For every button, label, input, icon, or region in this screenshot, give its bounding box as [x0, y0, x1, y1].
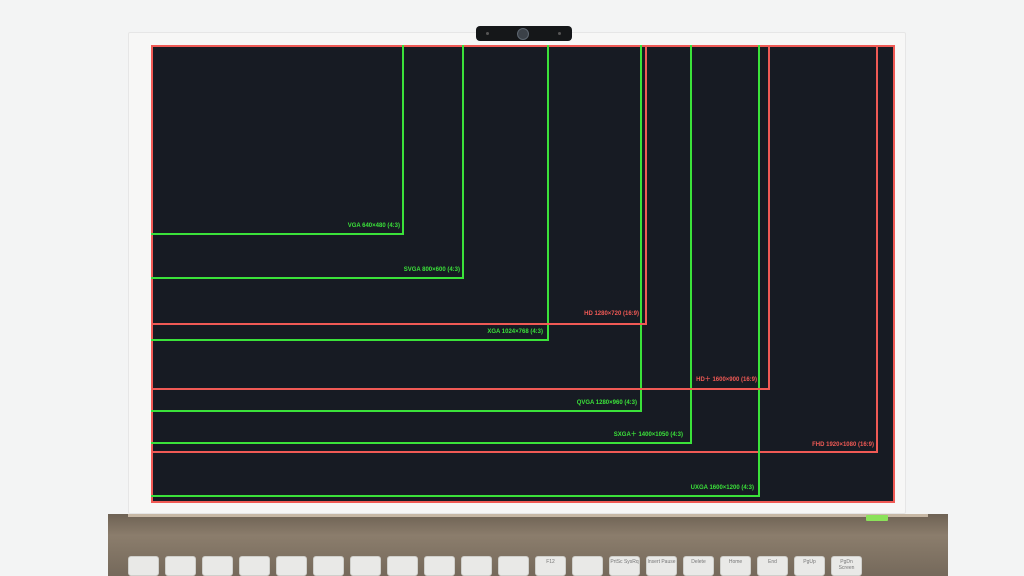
resolution-box-xga	[151, 45, 549, 341]
resolution-box-svga	[151, 45, 464, 279]
resolution-label-qvga: QVGA 1280×960 (4:3)	[576, 400, 637, 406]
keyboard-key-delete[interactable]: Delete	[683, 556, 714, 576]
keyboard-key-home[interactable]: Home	[720, 556, 751, 576]
keyboard-key[interactable]	[424, 556, 455, 576]
resolution-label-hd: HD 1280×720 (16:9)	[584, 311, 639, 317]
keyboard-key[interactable]	[313, 556, 344, 576]
webcam-housing	[476, 26, 572, 41]
keyboard-key-end[interactable]: End	[757, 556, 788, 576]
status-light-icon	[866, 515, 888, 521]
resolution-box-hdplus	[151, 45, 770, 390]
resolution-box-uxga	[151, 45, 760, 497]
keyboard-key[interactable]	[239, 556, 270, 576]
resolution-label-hdplus: HD＋ 1600×900 (16:9)	[696, 377, 757, 383]
resolution-label-vga: VGA 640×480 (4:3)	[347, 223, 400, 229]
resolution-box-sxgaplus	[151, 45, 692, 444]
resolution-label-fhd: FHD 1920×1080 (16:9)	[812, 442, 874, 448]
sensor-icon	[558, 32, 561, 35]
screen-outer-border	[151, 45, 895, 503]
webcam-lens-icon	[517, 28, 529, 40]
keyboard-key[interactable]	[387, 556, 418, 576]
resolution-label-sxgaplus: SXGA＋ 1400×1050 (4:3)	[613, 432, 683, 438]
keyboard-key[interactable]	[461, 556, 492, 576]
keyboard-key-pgup[interactable]: PgUp	[794, 556, 825, 576]
resolution-box-hd	[151, 45, 647, 325]
keyboard-key[interactable]	[572, 556, 603, 576]
resolution-label-uxga: UXGA 1600×1200 (4:3)	[690, 485, 754, 491]
keyboard-key[interactable]	[350, 556, 381, 576]
resolution-label-xga: XGA 1024×768 (4:3)	[487, 329, 543, 335]
laptop-screen: VGA 640×480 (4:3) SVGA 800×600 (4:3) HD …	[151, 45, 895, 503]
keyboard-row: F12 PrtSc SysRq Insert Pause Delete Home…	[128, 556, 918, 576]
resolution-label-svga: SVGA 800×600 (4:3)	[403, 267, 460, 273]
keyboard-key[interactable]	[165, 556, 196, 576]
keyboard-key[interactable]	[128, 556, 159, 576]
keyboard-key[interactable]	[498, 556, 529, 576]
keyboard-key[interactable]	[202, 556, 233, 576]
resolution-box-qvga	[151, 45, 642, 412]
keyboard-key-pgdn[interactable]: PgDn Screen	[831, 556, 862, 576]
resolution-box-vga	[151, 45, 404, 235]
keyboard-key[interactable]	[276, 556, 307, 576]
resolution-box-fhd	[151, 45, 878, 453]
keyboard-key-insert[interactable]: Insert Pause	[646, 556, 677, 576]
keyboard-key-prtsc[interactable]: PrtSc SysRq	[609, 556, 640, 576]
sensor-icon	[486, 32, 489, 35]
keyboard-key-f12[interactable]: F12	[535, 556, 566, 576]
